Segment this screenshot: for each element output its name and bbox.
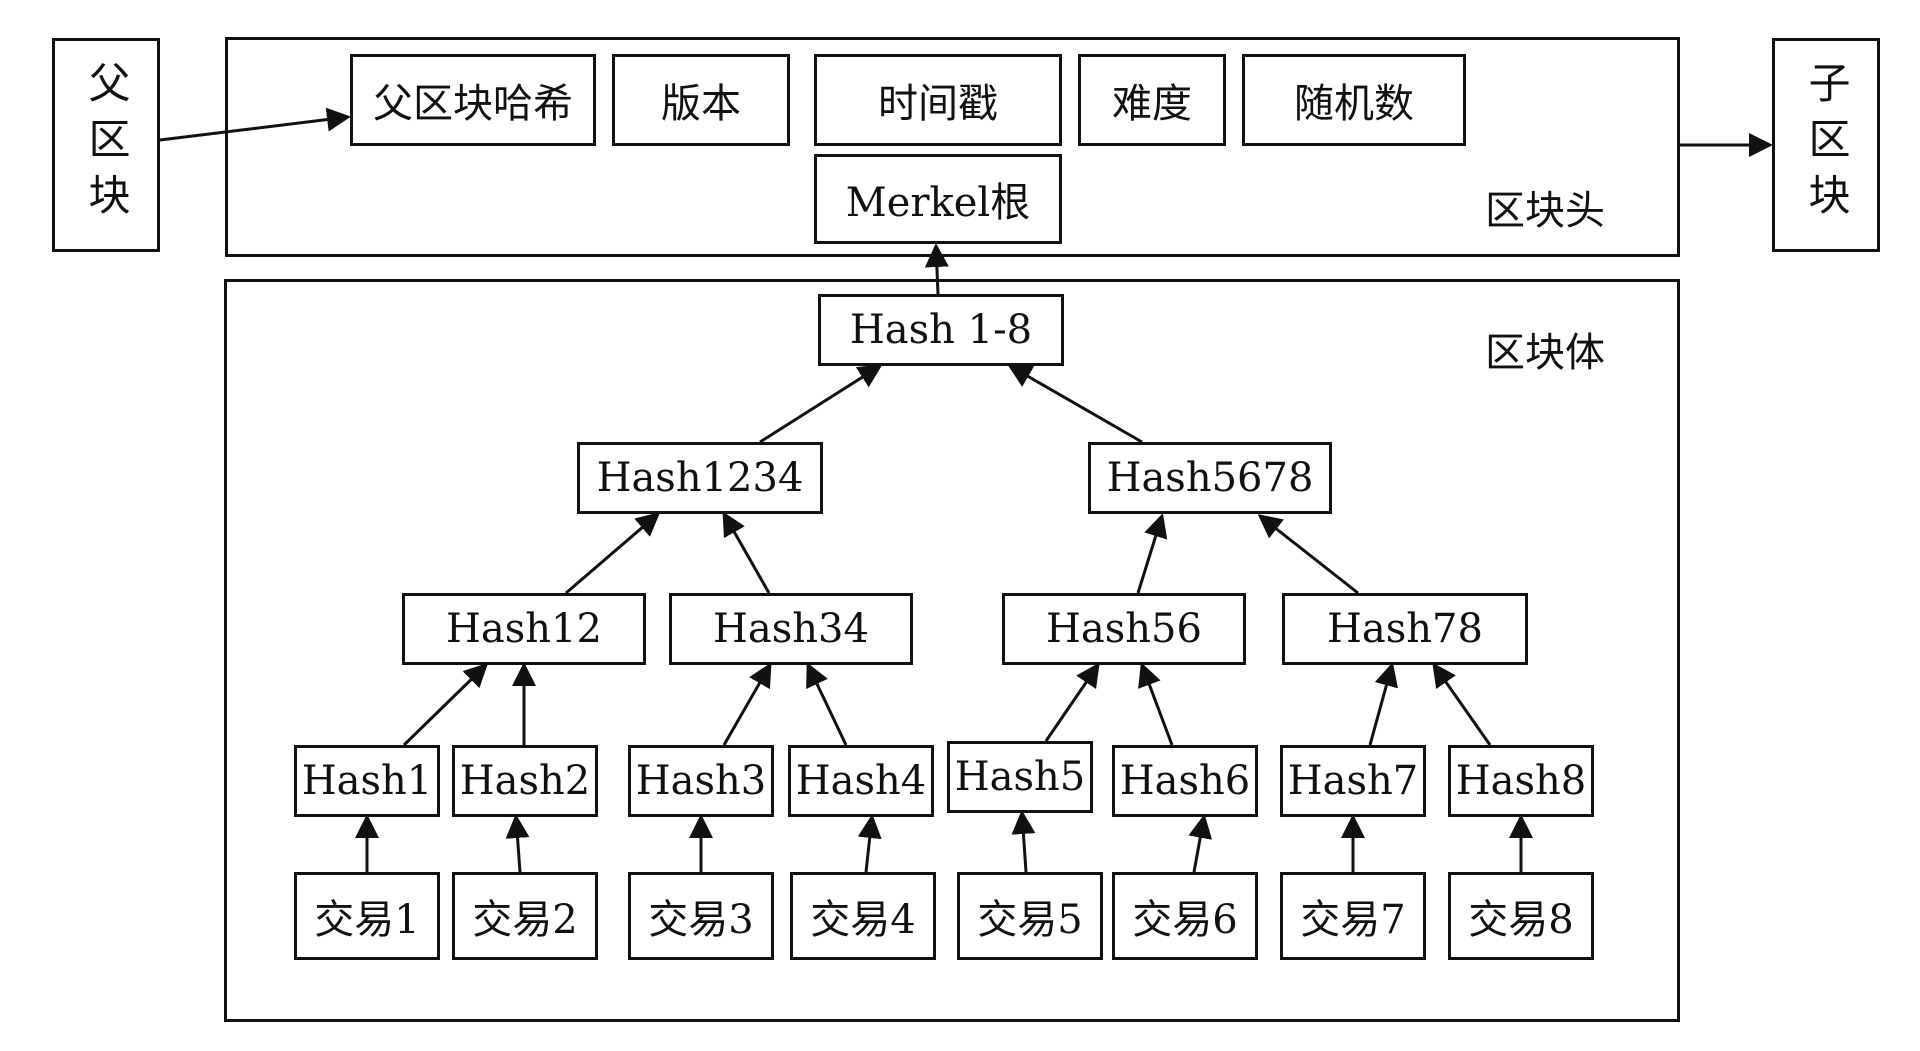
transaction-2: 交易2 xyxy=(452,872,598,960)
hash7-node: Hash7 xyxy=(1280,745,1426,817)
timestamp-field: 时间戳 xyxy=(814,54,1062,146)
child-block: 子区块 xyxy=(1772,38,1880,252)
transaction-3: 交易3 xyxy=(628,872,774,960)
block-header-region xyxy=(225,37,1680,257)
hash12-node: Hash12 xyxy=(402,593,646,665)
hash78-node: Hash78 xyxy=(1282,593,1528,665)
hash5678-node: Hash5678 xyxy=(1088,442,1332,514)
difficulty-field: 难度 xyxy=(1078,54,1226,146)
merkle-root-field: Merkel根 xyxy=(814,154,1062,244)
hash2-node: Hash2 xyxy=(452,745,598,817)
block-header-label: 区块头 xyxy=(1485,188,1605,234)
hash1234-node: Hash1234 xyxy=(577,442,823,514)
block-body-region xyxy=(224,279,1680,1022)
transaction-7: 交易7 xyxy=(1280,872,1426,960)
hash-root-node: Hash 1-8 xyxy=(818,294,1064,366)
transaction-6: 交易6 xyxy=(1112,872,1258,960)
transaction-4: 交易4 xyxy=(790,872,936,960)
hash1-node: Hash1 xyxy=(294,745,440,817)
hash34-node: Hash34 xyxy=(669,593,913,665)
block-body-label: 区块体 xyxy=(1485,330,1605,376)
nonce-field: 随机数 xyxy=(1242,54,1466,146)
hash5-node: Hash5 xyxy=(947,741,1093,813)
version-field: 版本 xyxy=(612,54,790,146)
transaction-8: 交易8 xyxy=(1448,872,1594,960)
transaction-5: 交易5 xyxy=(957,872,1103,960)
hash4-node: Hash4 xyxy=(788,745,934,817)
transaction-1: 交易1 xyxy=(294,872,440,960)
hash8-node: Hash8 xyxy=(1448,745,1594,817)
parent-hash-field: 父区块哈希 xyxy=(350,54,596,146)
hash3-node: Hash3 xyxy=(628,745,774,817)
hash56-node: Hash56 xyxy=(1002,593,1246,665)
hash6-node: Hash6 xyxy=(1112,745,1258,817)
parent-block: 父区块 xyxy=(52,38,160,252)
